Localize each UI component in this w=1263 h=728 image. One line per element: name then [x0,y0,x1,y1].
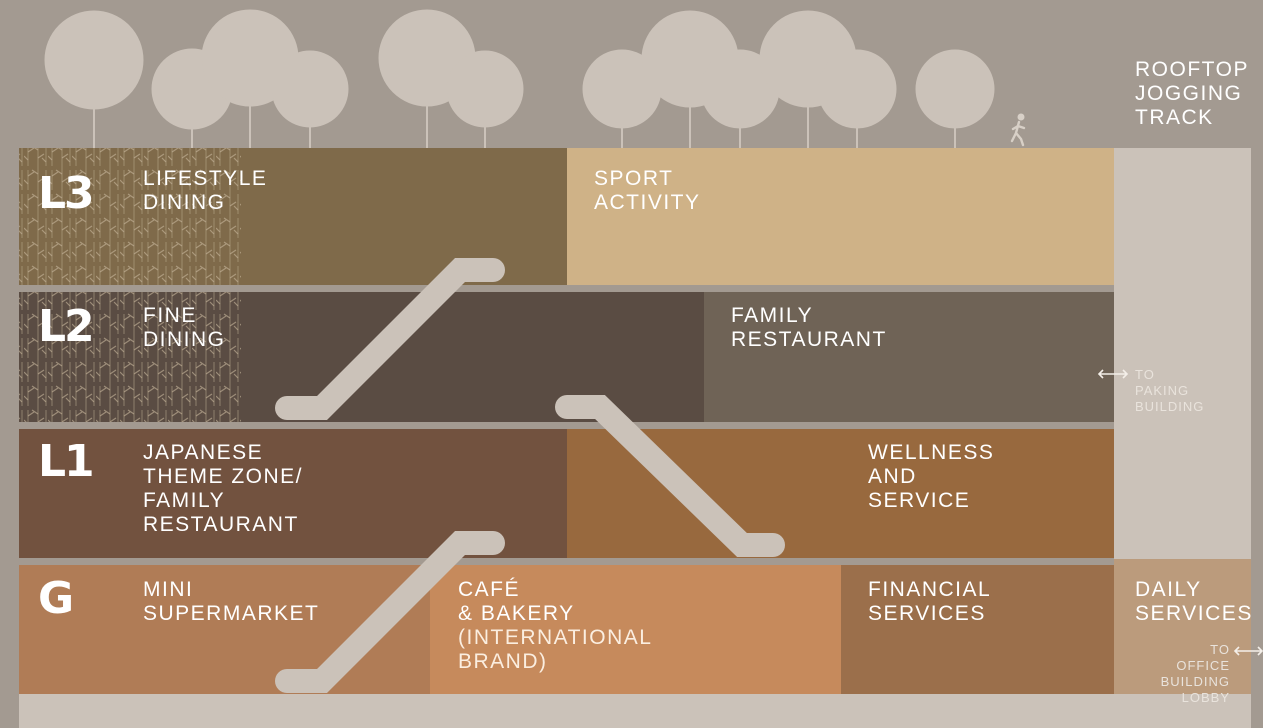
tree-icon [44,10,144,148]
jogger-icon [1010,113,1026,147]
fine-dining-label: FINE DINING [143,304,226,351]
tree-icon-group [44,9,995,148]
double-arrow-icon [1233,646,1263,656]
daily-services-label: DAILY SERVICES [1135,578,1253,625]
bamboo-pattern [19,292,241,422]
financial-services-label: FINANCIAL SERVICES [868,578,992,625]
zone-financial-services [841,565,1114,694]
tree-icon [700,49,780,148]
wellness-service-label: WELLNESS AND SERVICE [868,441,995,512]
level-tag-g: G [38,573,74,624]
sport-activity-label: SPORT ACTIVITY [594,167,701,214]
base-band [19,694,1251,728]
level-tag-l1: L1 [38,436,95,487]
level-tag-l2: L2 [38,301,95,352]
tree-icon [271,50,349,148]
japanese-theme-label: JAPANESE THEME ZONE/ FAMILY RESTAURANT [143,441,304,536]
zone-daily-services [1114,559,1251,694]
family-restaurant-label: FAMILY RESTAURANT [731,304,887,351]
parking-link-label: TO PAKING BUILDING [1135,367,1205,414]
bamboo-pattern [19,148,241,285]
level-tag-l3: L3 [38,168,95,219]
cafe-bakery-sub-label: (INTERNATIONAL BRAND) [458,626,653,673]
escalator-icon [275,258,505,420]
escalator-icon [275,531,505,693]
side-column [1114,148,1251,559]
zone-sport-activity [567,148,1114,285]
rooftop-label: ROOFTOP JOGGING TRACK [1135,58,1249,129]
zone-cafe-bakery [430,565,841,694]
mini-supermarket-label: MINI SUPERMARKET [143,578,320,625]
cafe-bakery-label: CAFÉ & BAKERY [458,578,575,625]
office-link-label: TO OFFICE BUILDING LOBBY [1160,642,1230,705]
escalator-icon [555,395,785,557]
lifestyle-dining-label: LIFESTYLE DINING [143,167,268,214]
zone-family-restaurant [704,292,1114,422]
double-arrow-icon [1097,369,1129,379]
tree-icon [817,49,897,148]
tree-icon [915,49,995,148]
tree-icon [446,50,524,148]
